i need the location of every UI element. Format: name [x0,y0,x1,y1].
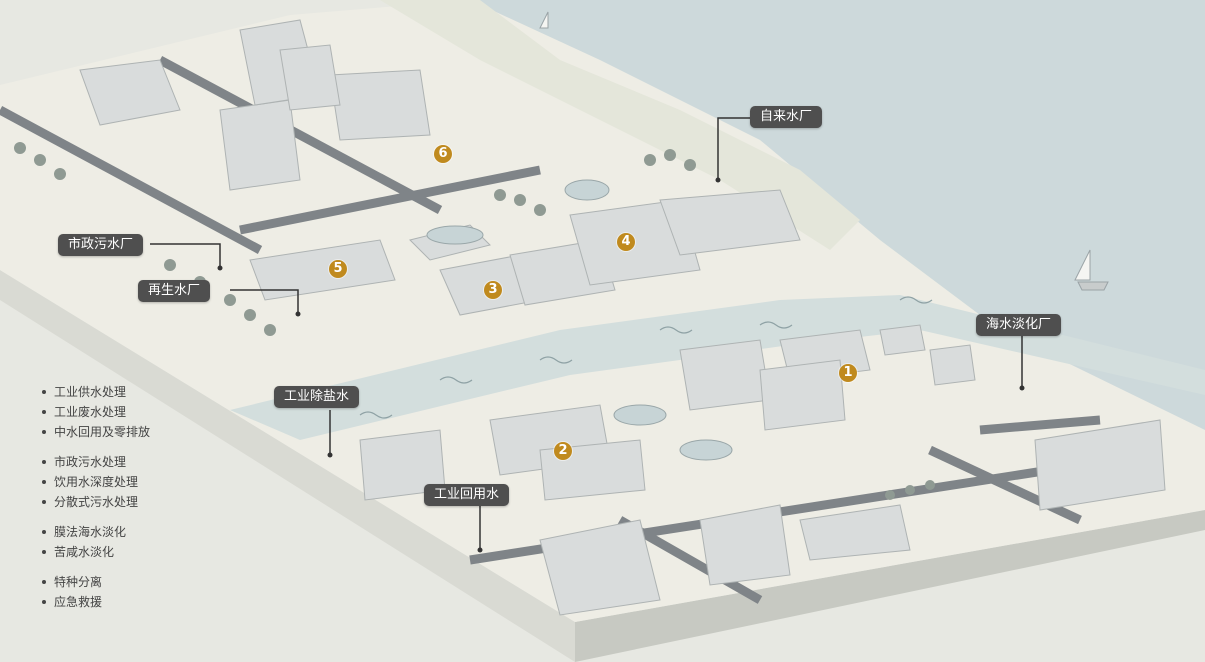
legend-group-industrial: 工业供水处理 工业废水处理 中水回用及零排放 [40,382,150,442]
legend-group-desalination: 膜法海水淡化 苦咸水淡化 [40,522,150,562]
badge-4[interactable]: 4 [617,233,635,251]
legend-item[interactable]: 工业废水处理 [40,402,150,422]
callout-dots [217,177,1025,553]
plinth-left-side [0,270,575,662]
badge-5[interactable]: 5 [329,260,347,278]
callout-seawater-desalination-plant[interactable]: 海水淡化厂 [976,314,1062,336]
badge-2[interactable]: 2 [554,442,572,460]
legend-item[interactable]: 苦咸水淡化 [40,542,150,562]
service-legend: 工业供水处理 工业废水处理 中水回用及零排放 市政污水处理 饮用水深度处理 分散… [40,382,150,622]
legend-item[interactable]: 应急救援 [40,592,150,612]
legend-item[interactable]: 膜法海水淡化 [40,522,150,542]
callout-reclaimed-water-plant[interactable]: 再生水厂 [138,280,211,302]
river [230,295,1205,440]
callout-municipal-sewage-plant[interactable]: 市政污水厂 [58,234,144,256]
legend-group-municipal: 市政污水处理 饮用水深度处理 分散式污水处理 [40,452,150,512]
legend-item[interactable]: 市政污水处理 [40,452,150,472]
buildings [79,19,1166,616]
legend-item[interactable]: 工业供水处理 [40,382,150,402]
legend-item[interactable]: 分散式污水处理 [40,492,150,512]
plinth-right-side [575,510,1205,662]
land [0,0,1205,622]
callout-leaders [150,117,1023,550]
sailboats [539,11,1109,291]
callout-industrial-desalted-water[interactable]: 工业除盐水 [274,386,360,408]
badge-3[interactable]: 3 [484,281,502,299]
legend-item[interactable]: 特种分离 [40,572,150,592]
legend-group-special: 特种分离 应急救援 [40,572,150,612]
badge-6[interactable]: 6 [434,145,452,163]
legend-item[interactable]: 饮用水深度处理 [40,472,150,492]
legend-item[interactable]: 中水回用及零排放 [40,422,150,442]
badge-1[interactable]: 1 [839,364,857,382]
trees [14,142,935,500]
callout-industrial-reuse-water[interactable]: 工业回用水 [424,484,510,506]
callout-tap-water-plant[interactable]: 自来水厂 [750,106,823,128]
river-waves [359,296,933,419]
beach [380,0,860,250]
tanks [426,179,733,461]
